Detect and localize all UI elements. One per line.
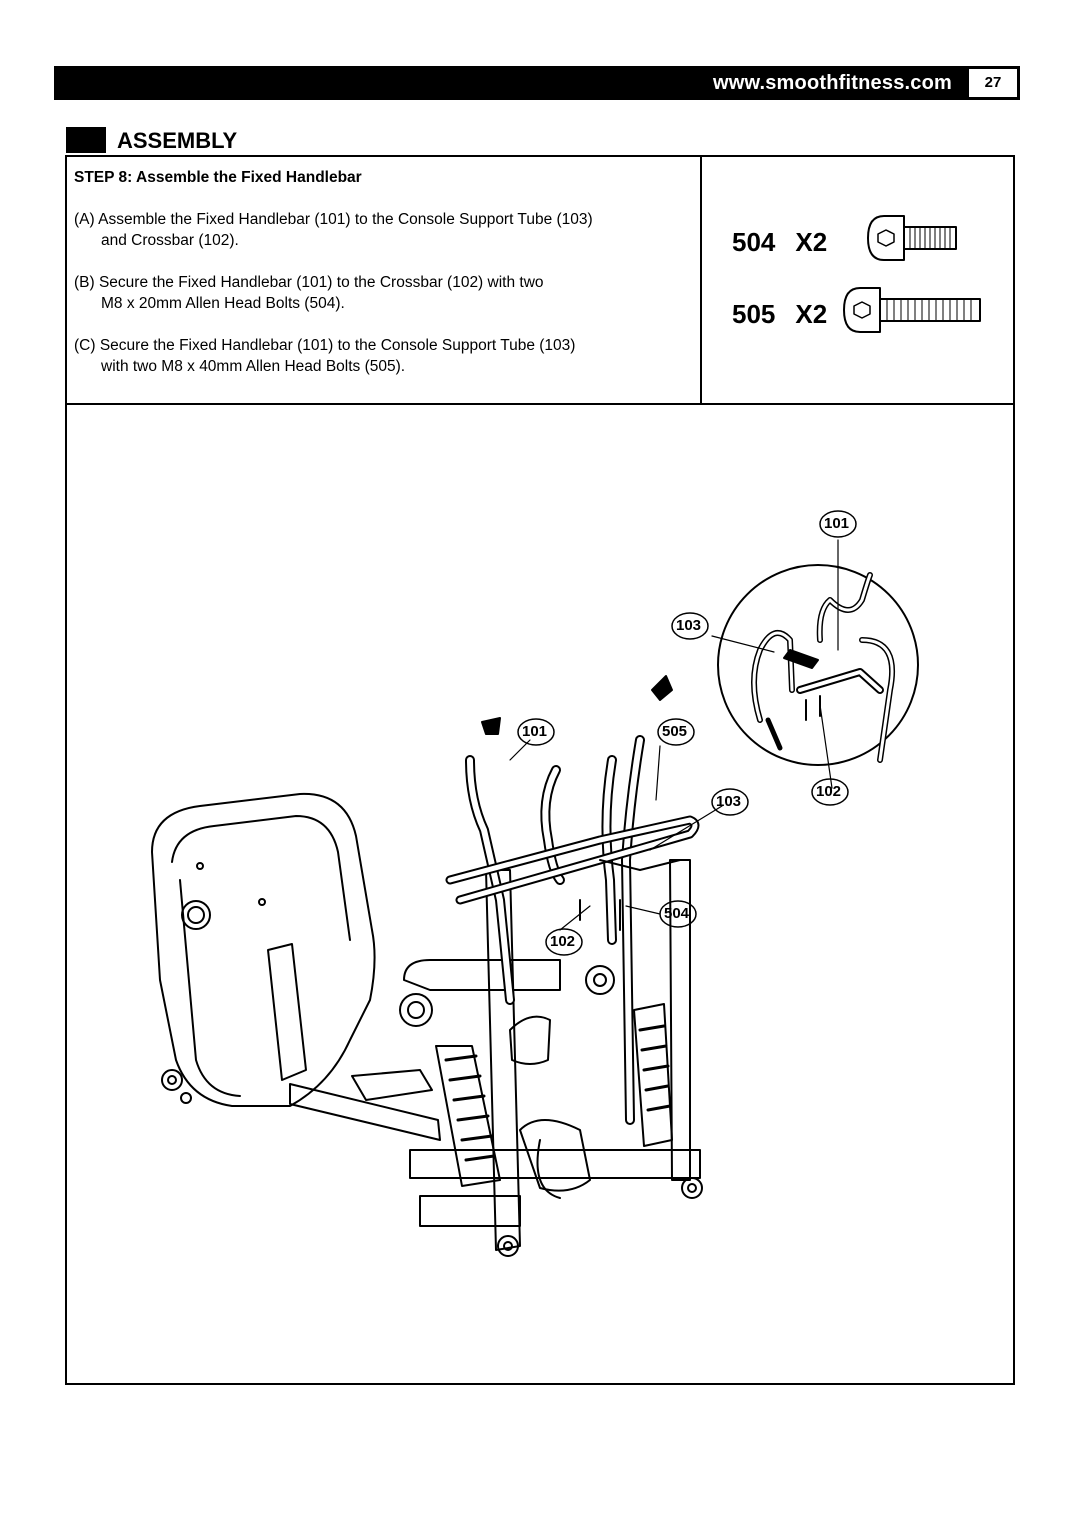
- callout-main-504: 504: [664, 905, 690, 922]
- hardware-505-part: 505: [732, 299, 776, 329]
- instruction-c-line1: (C) Secure the Fixed Handlebar (101) to …: [74, 337, 576, 354]
- long-allen-bolt-icon: [843, 287, 981, 333]
- website-url: www.smoothfitness.com: [712, 72, 952, 94]
- callout-bubbles: [517, 510, 857, 956]
- page-number: 27: [969, 69, 1017, 97]
- hardware-504: 504 X2: [732, 227, 827, 258]
- instruction-a: (A) Assemble the Fixed Handlebar (101) t…: [74, 209, 694, 251]
- hardware-505-qty: X2: [795, 299, 828, 329]
- instruction-b: (B) Secure the Fixed Handlebar (101) to …: [74, 272, 694, 314]
- instruction-a-line2: and Crossbar (102).: [101, 232, 239, 249]
- callout-main-505: 505: [662, 723, 688, 740]
- section-marker: [66, 127, 106, 153]
- short-allen-bolt-icon: [867, 215, 957, 261]
- callout-inset-101: 101: [824, 515, 850, 532]
- callout-main-103: 103: [716, 793, 742, 810]
- hardware-504-part: 504: [732, 227, 776, 257]
- hardware-505: 505 X2: [732, 299, 827, 330]
- frame-divider-vertical: [700, 155, 702, 405]
- hardware-504-qty: X2: [795, 227, 828, 257]
- elliptical-machine-drawing: [151, 675, 723, 1257]
- instruction-c-line2: with two M8 x 40mm Allen Head Bolts (505…: [101, 358, 406, 375]
- instruction-b-line1: (B) Secure the Fixed Handlebar (101) to …: [74, 274, 544, 291]
- step-title: STEP 8: Assemble the Fixed Handlebar: [74, 169, 362, 186]
- section-title: ASSEMBLY: [117, 128, 238, 153]
- instruction-frame: [65, 155, 1015, 1385]
- callout-main-101: 101: [522, 723, 548, 740]
- instruction-b-line2: M8 x 20mm Allen Head Bolts (504).: [101, 295, 345, 312]
- header-bar: www.smoothfitness.com 27: [54, 66, 1020, 100]
- instruction-c: (C) Secure the Fixed Handlebar (101) to …: [74, 335, 694, 377]
- instruction-a-line1: (A) Assemble the Fixed Handlebar (101) t…: [74, 211, 593, 228]
- callout-inset-103: 103: [676, 617, 702, 634]
- callout-main-102: 102: [550, 933, 576, 950]
- frame-divider-horizontal: [65, 403, 1015, 405]
- callout-inset-102: 102: [816, 783, 842, 800]
- detail-inset: [711, 539, 919, 789]
